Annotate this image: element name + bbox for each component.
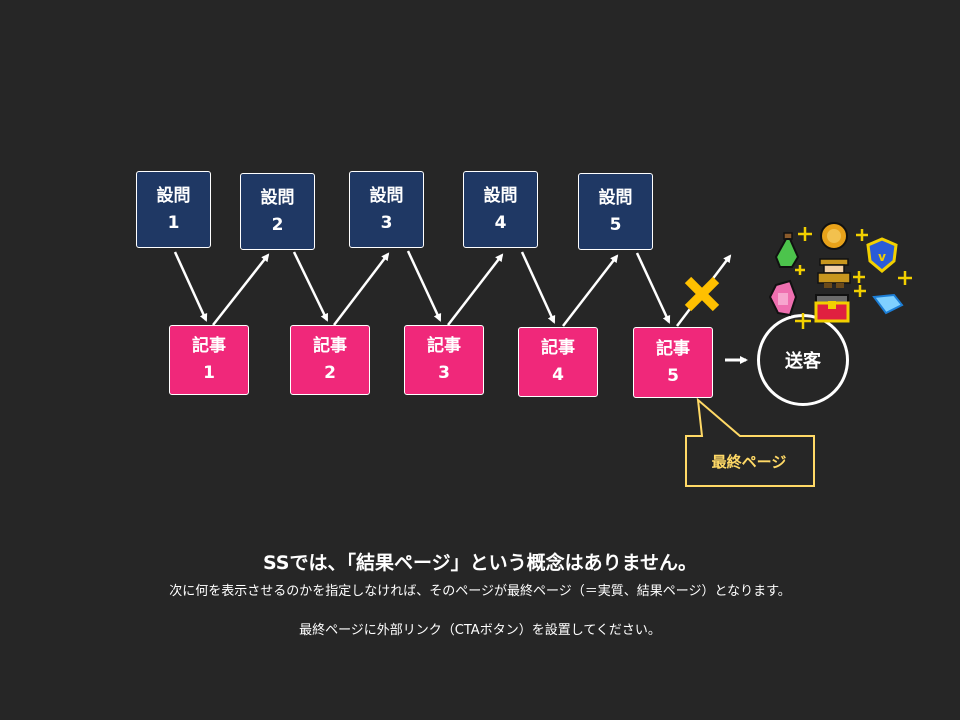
question-box-3: 設問 3	[349, 171, 424, 248]
article-box-2: 記事 2	[290, 325, 370, 395]
arrow-q5-a5	[635, 252, 671, 324]
question-label: 設問	[369, 185, 404, 206]
article-number: 4	[552, 365, 564, 385]
article-label: 記事	[313, 336, 347, 356]
article-label: 記事	[656, 338, 690, 359]
treasure-chest-icon	[814, 294, 850, 323]
potion-icon	[774, 232, 800, 268]
question-number: 5	[609, 214, 622, 235]
arrow-q3-a3	[406, 250, 442, 322]
article-number: 3	[438, 363, 450, 383]
article-box-3: 記事 3	[404, 325, 484, 395]
x-mark-icon	[684, 276, 720, 312]
diamond-icon	[872, 293, 904, 315]
question-label: 設問	[483, 185, 518, 206]
article-number: 5	[667, 365, 679, 386]
question-box-1: 設問 1	[136, 171, 211, 248]
reward-icons: v	[768, 222, 912, 329]
arrow-a3-q4	[447, 253, 504, 326]
article-label: 記事	[427, 336, 461, 356]
article-box-1: 記事 1	[169, 325, 249, 395]
article-number: 2	[324, 363, 336, 383]
destination-label: 送客	[785, 351, 821, 372]
gem-icon	[768, 279, 798, 317]
question-box-4: 設問 4	[463, 171, 538, 248]
question-number: 4	[494, 212, 507, 233]
adventurer-icon	[817, 258, 851, 288]
question-box-2: 設問 2	[240, 173, 315, 250]
article-box-4: 記事 4	[518, 327, 598, 397]
callout-shape	[685, 397, 815, 487]
question-number: 1	[167, 212, 180, 233]
arrow-a2-q3	[333, 252, 390, 326]
sparkle-icon	[795, 227, 912, 329]
article-label: 記事	[541, 338, 575, 358]
caption-title: SSでは、「結果ページ」という概念はありません。	[262, 552, 698, 574]
coin-icon	[820, 222, 848, 250]
arrow-q2-a2	[292, 251, 329, 322]
article-number: 1	[203, 363, 215, 383]
arrow-a1-q2	[212, 253, 270, 326]
caption-line-1: 次に何を表示させるのかを指定しなければ、そのページが最終ページ（＝実質、結果ペー…	[169, 584, 791, 599]
arrow-a4-q5	[562, 254, 619, 327]
question-label: 設問	[260, 187, 295, 208]
question-box-5: 設問 5	[578, 173, 653, 250]
article-label: 記事	[192, 336, 226, 356]
shield-icon: v	[866, 237, 898, 273]
question-label: 設問	[598, 187, 633, 208]
question-number: 3	[380, 212, 393, 233]
arrow-q1-a1	[173, 251, 208, 322]
article-box-5: 記事 5	[633, 327, 713, 398]
question-label: 設問	[156, 185, 191, 206]
final-page-callout: 最終ページ	[711, 452, 787, 471]
svg-text:v: v	[878, 250, 886, 264]
question-number: 2	[271, 214, 284, 235]
caption-line-2: 最終ページに外部リンク（CTAボタン）を設置してください。	[299, 623, 661, 638]
arrow-q4-a4	[520, 251, 556, 324]
